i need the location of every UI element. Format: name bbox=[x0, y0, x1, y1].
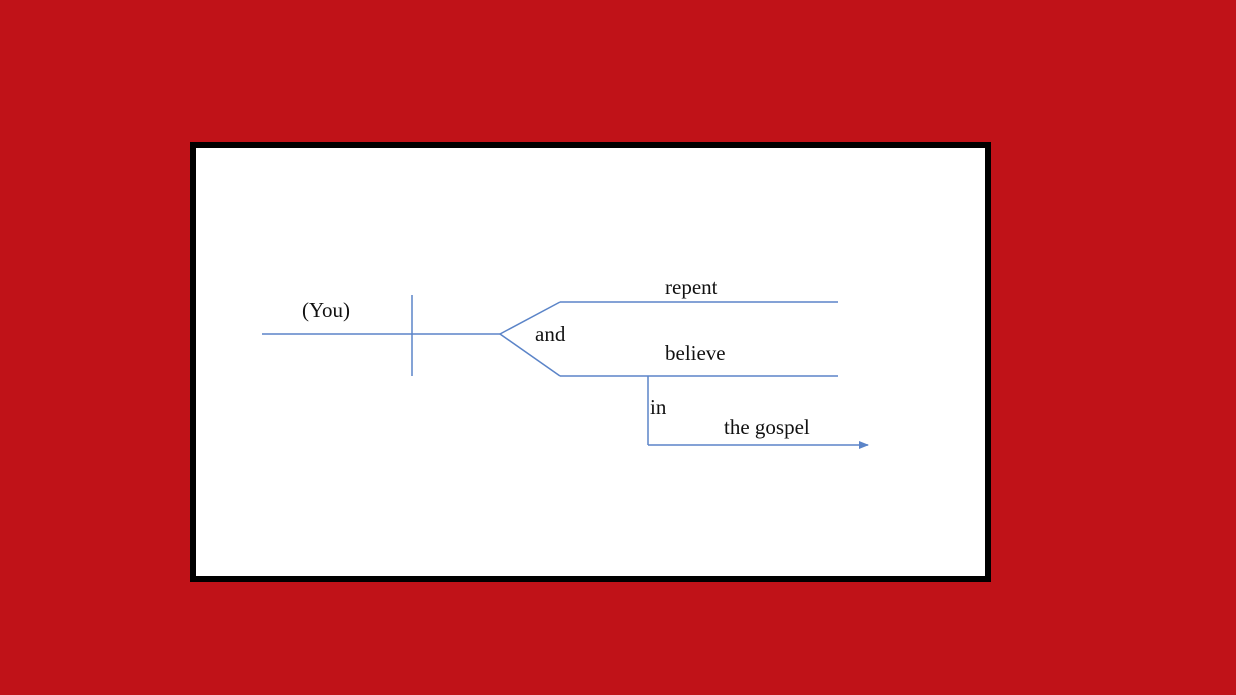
verb-1-word: repent bbox=[665, 275, 718, 299]
object-word: the gospel bbox=[724, 415, 810, 439]
preposition-word: in bbox=[650, 395, 667, 419]
conjunction-word: and bbox=[535, 322, 566, 346]
subject-word: (You) bbox=[302, 298, 350, 322]
fork-lower-branch bbox=[499, 333, 561, 377]
verb-2-word: believe bbox=[665, 341, 726, 365]
fork-upper-branch bbox=[499, 301, 561, 335]
diagram-frame bbox=[190, 142, 991, 582]
